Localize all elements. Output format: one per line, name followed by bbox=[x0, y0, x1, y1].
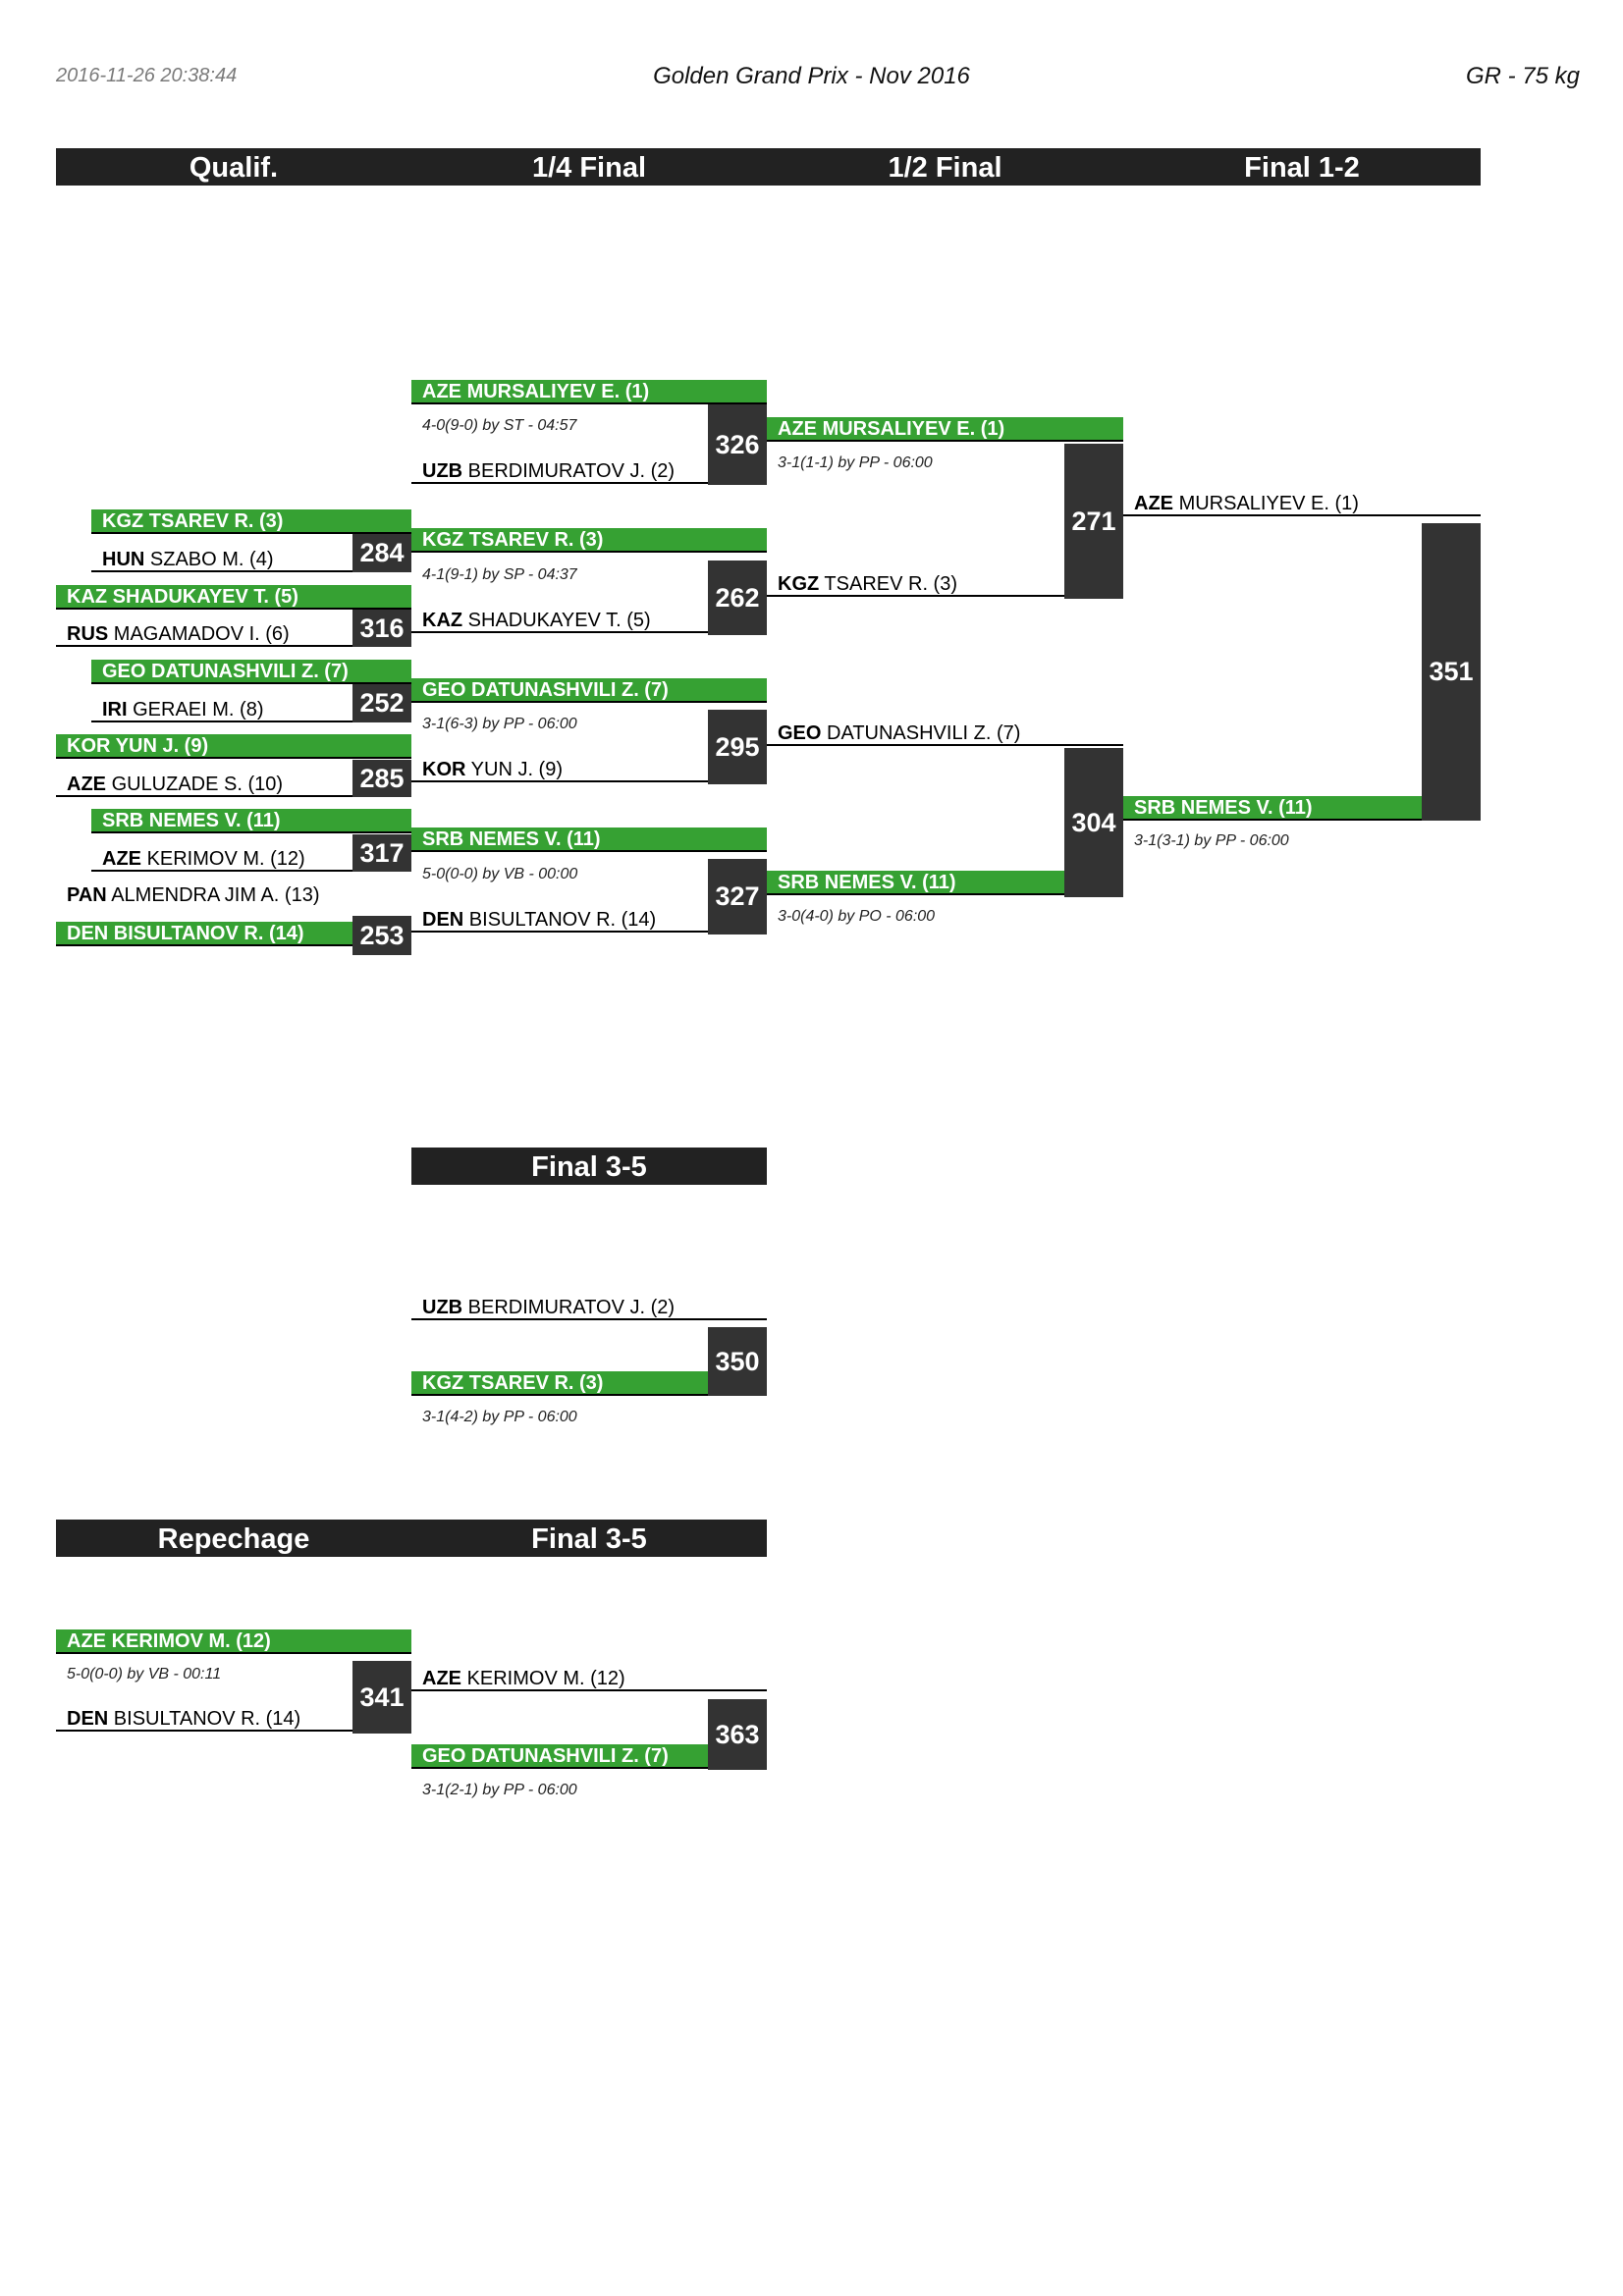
bout-score: 3-0(4-0) by PO - 06:00 bbox=[778, 908, 936, 925]
bout-number: 253 bbox=[352, 916, 411, 955]
quarter-wrestler-top: SRB NEMES V. (11) bbox=[411, 828, 767, 852]
bout-number: 295 bbox=[708, 710, 767, 784]
bout-score: 3-1(6-3) by PP - 06:00 bbox=[422, 716, 577, 732]
qualif-wrestler: AZE KERIMOV M. (12) bbox=[91, 847, 352, 872]
bout-score: 3-1(4-2) by PP - 06:00 bbox=[422, 1409, 577, 1425]
round-label-repechage: Repechage bbox=[157, 1523, 310, 1555]
semi-wrestler-bottom: SRB NEMES V. (11) bbox=[767, 871, 1064, 895]
quarter-wrestler-bottom: KAZ SHADUKAYEV T. (5) bbox=[411, 609, 708, 633]
bout-score: 3-1(2-1) by PP - 06:00 bbox=[422, 1782, 577, 1798]
qualif-wrestler: SRB NEMES V. (11) bbox=[91, 809, 411, 833]
quarter-wrestler-top: AZE MURSALIYEV E. (1) bbox=[411, 380, 767, 404]
bout-number: 341 bbox=[352, 1661, 411, 1734]
semi-wrestler-bottom: KGZ TSAREV R. (3) bbox=[767, 572, 1064, 597]
bout-number: 326 bbox=[708, 404, 767, 485]
repechage-header-bar bbox=[56, 1520, 767, 1557]
bout-score: 3-1(3-1) by PP - 06:00 bbox=[1134, 832, 1289, 849]
qualif-wrestler: RUS MAGAMADOV I. (6) bbox=[56, 622, 352, 647]
event-title: Golden Grand Prix - Nov 2016 bbox=[653, 63, 970, 89]
bout-number: 316 bbox=[352, 610, 411, 647]
qualif-wrestler: KAZ SHADUKAYEV T. (5) bbox=[56, 585, 411, 610]
qualif-wrestler: PAN ALMENDRA JIM A. (13) bbox=[67, 884, 320, 906]
qualif-wrestler: HUN SZABO M. (4) bbox=[91, 548, 352, 572]
qualif-wrestler: AZE GULUZADE S. (10) bbox=[56, 773, 352, 797]
bout-number: 271 bbox=[1064, 444, 1123, 599]
bout-score: 4-0(9-0) by ST - 04:57 bbox=[422, 417, 577, 434]
final-wrestler-bottom: SRB NEMES V. (11) bbox=[1123, 796, 1422, 821]
bout-score: 3-1(1-1) by PP - 06:00 bbox=[778, 454, 933, 471]
final-wrestler-top: AZE MURSALIYEV E. (1) bbox=[1123, 492, 1481, 516]
bout-score: 5-0(0-0) by VB - 00:00 bbox=[422, 866, 578, 882]
repechage-wrestler-bottom: DEN BISULTANOV R. (14) bbox=[56, 1707, 352, 1732]
weight-category: GR - 75 kg bbox=[1465, 63, 1580, 89]
bout-number: 284 bbox=[352, 534, 411, 572]
round-label-final: Final 1-2 bbox=[1244, 152, 1360, 184]
qualif-wrestler: KOR YUN J. (9) bbox=[56, 734, 411, 759]
quarter-wrestler-top: KGZ TSAREV R. (3) bbox=[411, 528, 767, 553]
bout-number: 304 bbox=[1064, 748, 1123, 897]
round-header-bar bbox=[56, 148, 1481, 186]
qualif-wrestler: DEN BISULTANOV R. (14) bbox=[56, 922, 352, 946]
print-timestamp: 2016-11-26 20:38:44 bbox=[56, 65, 238, 86]
qualif-wrestler: KGZ TSAREV R. (3) bbox=[91, 509, 411, 534]
bronze-header-bar bbox=[411, 1148, 767, 1185]
bronze-wrestler-bottom: GEO DATUNASHVILI Z. (7) bbox=[411, 1744, 708, 1769]
bronze-wrestler-top: AZE KERIMOV M. (12) bbox=[411, 1667, 767, 1691]
round-label-quarter: 1/4 Final bbox=[531, 152, 647, 184]
bout-number: 363 bbox=[708, 1699, 767, 1770]
bout-number: 350 bbox=[708, 1327, 767, 1396]
round-label-final-3-5: Final 3-5 bbox=[531, 1151, 647, 1183]
bout-score: 5-0(0-0) by VB - 00:11 bbox=[67, 1666, 222, 1682]
semi-wrestler-top: GEO DATUNASHVILI Z. (7) bbox=[767, 721, 1123, 746]
qualif-wrestler: IRI GERAEI M. (8) bbox=[91, 698, 352, 722]
bronze-wrestler-top: UZB BERDIMURATOV J. (2) bbox=[411, 1296, 767, 1320]
bout-number: 262 bbox=[708, 561, 767, 635]
bout-score: 4-1(9-1) by SP - 04:37 bbox=[422, 566, 577, 583]
round-label-semi: 1/2 Final bbox=[888, 152, 1002, 184]
round-label-qualif: Qualif. bbox=[189, 152, 279, 184]
semi-wrestler-top: AZE MURSALIYEV E. (1) bbox=[767, 417, 1123, 442]
bout-number: 327 bbox=[708, 859, 767, 934]
round-label-final-3-5: Final 3-5 bbox=[531, 1523, 647, 1555]
bronze-wrestler-bottom: KGZ TSAREV R. (3) bbox=[411, 1371, 708, 1396]
quarter-wrestler-bottom: DEN BISULTANOV R. (14) bbox=[411, 908, 708, 933]
qualif-wrestler: GEO DATUNASHVILI Z. (7) bbox=[91, 660, 411, 684]
bout-number: 285 bbox=[352, 760, 411, 797]
quarter-wrestler-bottom: KOR YUN J. (9) bbox=[411, 758, 708, 782]
quarter-wrestler-bottom: UZB BERDIMURATOV J. (2) bbox=[411, 459, 708, 484]
quarter-wrestler-top: GEO DATUNASHVILI Z. (7) bbox=[411, 678, 767, 703]
bout-number: 317 bbox=[352, 834, 411, 872]
bout-number: 252 bbox=[352, 684, 411, 722]
repechage-wrestler-top: AZE KERIMOV M. (12) bbox=[56, 1629, 411, 1654]
bout-number: 351 bbox=[1422, 523, 1481, 821]
